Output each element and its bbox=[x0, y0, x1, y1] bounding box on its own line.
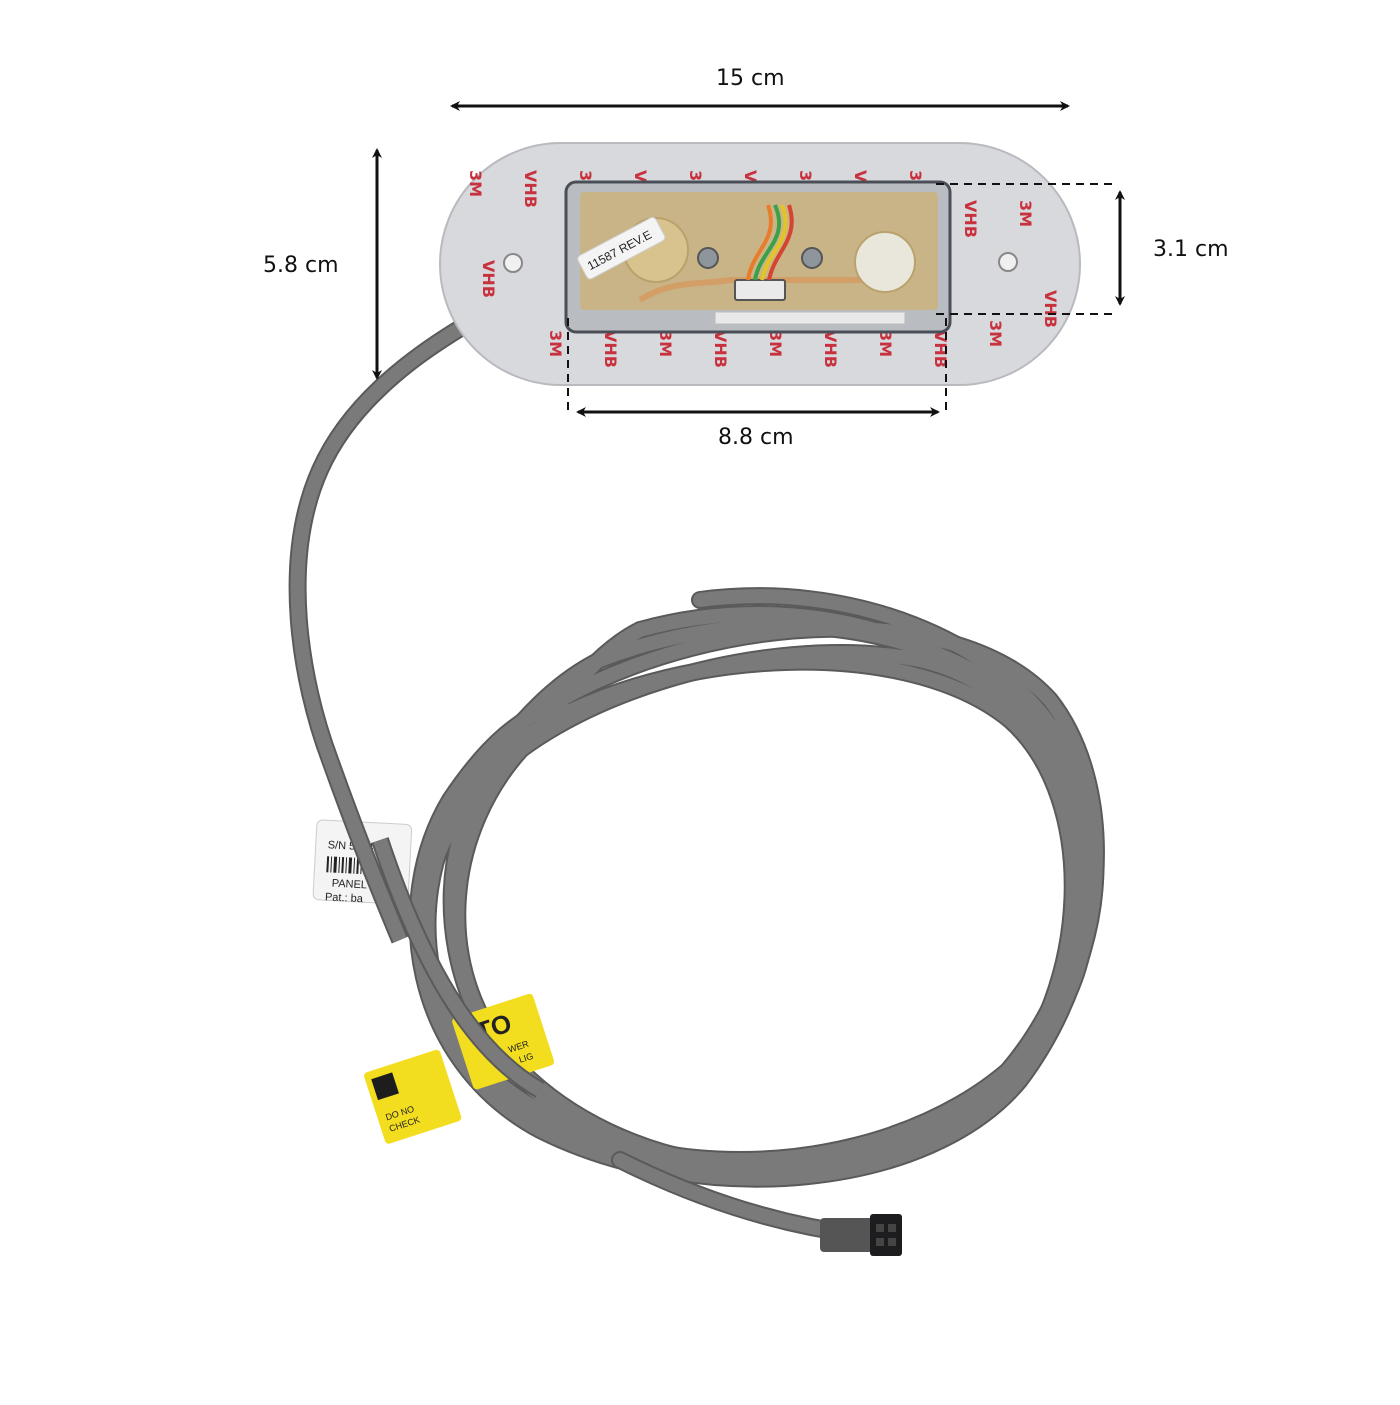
serial-tag-line2: PANEL B bbox=[331, 878, 377, 892]
svg-text:VHB: VHB bbox=[479, 260, 498, 298]
screw-left bbox=[697, 247, 719, 269]
connector-plug bbox=[820, 1214, 902, 1256]
svg-text:VHB: VHB bbox=[521, 170, 540, 208]
svg-text:3M: 3M bbox=[986, 320, 1005, 347]
cable-front bbox=[371, 837, 545, 1098]
screw-right bbox=[801, 247, 823, 269]
panel: 3M VHB 3M VHB 3M VHB 3M VHB 3M VHB 3M 3M… bbox=[439, 142, 1081, 386]
svg-text:VHB: VHB bbox=[961, 200, 980, 238]
dimension-annotations bbox=[372, 101, 1125, 417]
svg-text:VHB: VHB bbox=[601, 330, 620, 368]
panel-height-label: 3.1 cm bbox=[1153, 237, 1229, 262]
svg-text:3M: 3M bbox=[1016, 200, 1035, 227]
svg-text:3M: 3M bbox=[546, 330, 565, 357]
panel-width-label: 8.8 cm bbox=[718, 425, 794, 450]
svg-text:3M: 3M bbox=[876, 330, 895, 357]
warning-tag: DO NO CHECK TO WER LIG bbox=[364, 993, 555, 1144]
serial-tag-line3: Pat.: ba bbox=[325, 891, 364, 905]
lead-cable bbox=[288, 253, 594, 944]
total-width-label: 15 cm bbox=[716, 66, 785, 91]
cable-coil bbox=[408, 587, 1105, 1244]
svg-text:3M: 3M bbox=[466, 170, 485, 197]
dimension-guides bbox=[567, 183, 1118, 410]
mount-hole-left bbox=[503, 253, 523, 273]
svg-text:3M: 3M bbox=[656, 330, 675, 357]
ribbon-wires bbox=[746, 204, 794, 281]
svg-text:3M: 3M bbox=[766, 330, 785, 357]
warning-side2: LIG bbox=[518, 1051, 535, 1065]
pcb-connector bbox=[734, 279, 786, 301]
svg-text:VHB: VHB bbox=[821, 330, 840, 368]
svg-text:VHB: VHB bbox=[711, 330, 730, 368]
total-height-label: 5.8 cm bbox=[263, 253, 339, 278]
svg-text:VHB: VHB bbox=[931, 330, 950, 368]
mount-hole-right bbox=[998, 252, 1018, 272]
svg-text:VHB: VHB bbox=[1041, 290, 1060, 328]
